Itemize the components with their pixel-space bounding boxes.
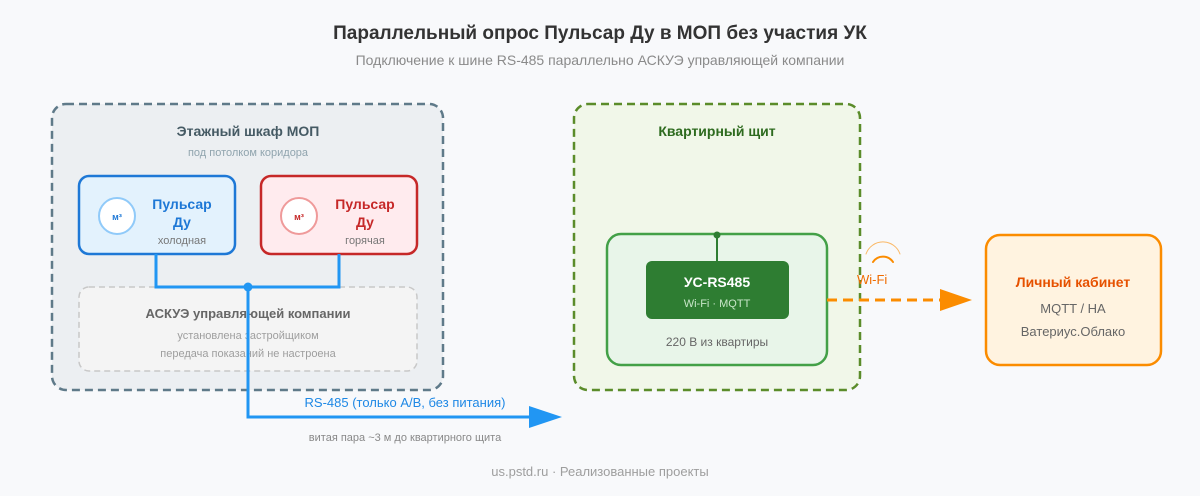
meter-type: холодная [158,235,206,247]
junction-dot [243,282,253,292]
account-line1: MQTT / HA [1040,301,1106,316]
bus-note: витая пара ~3 м до квартирного щита [309,432,502,444]
wifi-link: Wi-Fi [827,241,972,311]
device-us-rs485: УС-RS485 Wi-Fi · MQTT [646,261,789,319]
footer: us.pstd.ru · Реализованные проекты [491,464,708,479]
bus-label: RS-485 (только A/B, без питания) [305,395,506,410]
wifi-icon [865,241,901,263]
meter-type: горячая [345,235,385,247]
device-sub: Wi-Fi · MQTT [684,298,751,310]
account-title: Личный кабинет [1016,274,1131,290]
device-name: УС-RS485 [684,274,751,290]
water-meter-icon [280,197,318,235]
meter-name: Ду [173,214,191,230]
apartment-panel: Квартирный щит УС-RS485 Wi-Fi · MQTT 220… [572,102,862,392]
meter-name: Ду [356,214,374,230]
page-subtitle: Подключение к шине RS-485 параллельно АС… [356,52,845,68]
wifi-label: Wi-Fi [857,272,887,287]
meter-name: Пульсар [335,196,394,212]
panel-title: Квартирный щит [658,123,775,139]
cabinet-title: Этажный шкаф МОП [177,123,320,139]
page-title: Параллельный опрос Пульсар Ду в МОП без … [333,23,867,44]
power-label: 220 В из квартиры [666,335,768,349]
meter-name: Пульсар [152,196,211,212]
meter-cold: м³ Пульсар Ду холодная [77,174,237,256]
account-line2: Ватериус.Облако [1021,324,1125,339]
meter-icon-label: м³ [294,212,304,222]
personal-account: Личный кабинет MQTT / HA Ватериус.Облако [984,233,1163,367]
meter-hot: м³ Пульсар Ду горячая [259,174,419,256]
arrow-head-icon [940,289,972,311]
meter-icon-label: м³ [112,212,122,222]
water-meter-icon [98,197,136,235]
rs485-bus: RS-485 (только A/B, без питания) витая п… [154,254,562,444]
arrow-head-icon [529,406,562,428]
cabinet-subtitle: под потолком коридора [188,147,309,159]
